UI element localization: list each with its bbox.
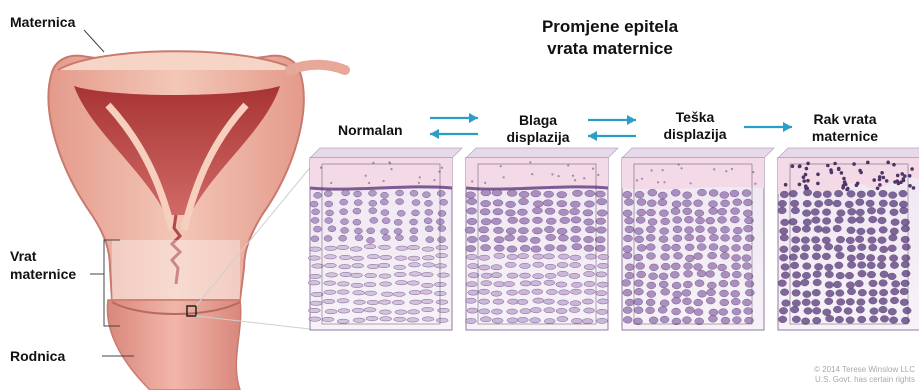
tissue-panel-4 <box>778 148 919 330</box>
stage-label-mild-line2: displazija <box>488 129 588 145</box>
diagram-title-line1: Promjene epitela <box>480 16 740 37</box>
stage-label-severe-line2: displazija <box>645 126 745 142</box>
stage-label-severe-line1: Teška <box>645 109 745 125</box>
tissue-panel-2 <box>465 148 618 330</box>
copyright-line1: © 2014 Terese Winslow LLC <box>814 365 915 374</box>
label-vagina: Rodnica <box>10 348 65 364</box>
label-uterus: Maternica <box>10 14 75 30</box>
stage-label-mild-line1: Blaga <box>488 112 588 128</box>
uterus-illustration <box>48 51 345 390</box>
arrow-severe-to-cancer <box>744 122 792 132</box>
label-cervix-line2: maternice <box>10 266 76 282</box>
diagram-title-line2: vrata maternice <box>480 38 740 59</box>
tissue-panels <box>308 148 919 330</box>
arrow-mild-to-normal <box>430 129 478 139</box>
arrow-severe-to-mild <box>588 131 636 141</box>
uterus-pointer <box>84 30 104 52</box>
arrow-normal-to-mild <box>430 113 478 123</box>
right-fallopian-stub <box>290 65 345 70</box>
copyright-line2: U.S. Govt. has certain rights <box>815 375 915 384</box>
tissue-panel-1 <box>308 148 462 330</box>
stage-label-cancer-line2: maternice <box>795 128 895 144</box>
tissue-panel-3 <box>622 148 774 330</box>
label-cervix-line1: Vrat <box>10 248 36 264</box>
uterus-fundus-top <box>58 51 296 70</box>
arrow-mild-to-severe <box>588 115 636 125</box>
stage-label-cancer-line1: Rak vrata <box>795 111 895 127</box>
stage-label-normal: Normalan <box>338 122 403 138</box>
